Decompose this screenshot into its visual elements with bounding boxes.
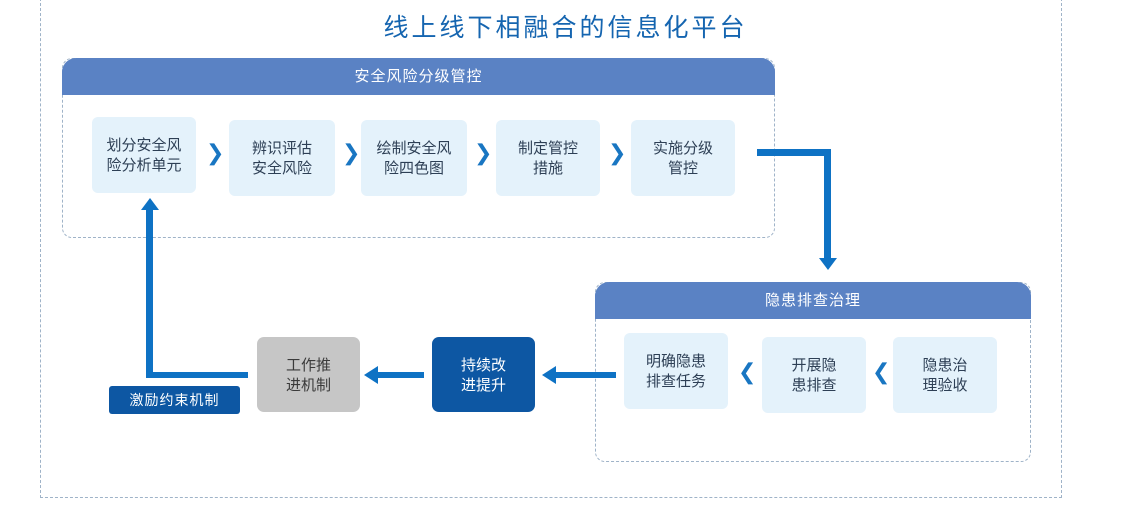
mechanism-line1: 工作推: [285, 355, 331, 374]
hazard-step-2-line1: 开展隐: [791, 356, 837, 374]
risk-step-5-line2: 管控: [667, 159, 698, 177]
risk-step-1-line2: 险分析单元: [106, 156, 182, 174]
risk-step-2-line1: 辨识评估: [251, 139, 312, 157]
risk-step-3-line2: 险四色图: [383, 159, 444, 177]
feedback-horizontal: [146, 372, 248, 378]
arrow-left-icon: [542, 366, 556, 384]
risk-step-3-line1: 绘制安全风: [376, 139, 452, 157]
improve-line2: 进提升: [460, 375, 506, 394]
hazard-step-1: 明确隐患排查任务: [624, 333, 728, 409]
incentive-label: 激励约束机制: [109, 386, 240, 414]
hazard-step-2: 开展隐患排查: [762, 337, 866, 413]
connector-vertical: [824, 149, 831, 259]
diagram-title: 线上线下相融合的信息化平台: [383, 13, 748, 42]
mechanism-line2: 进机制: [285, 375, 331, 394]
risk-step-4-line2: 措施: [532, 159, 563, 177]
outer-frame: [40, 0, 1062, 498]
arrow-down-icon: [819, 258, 837, 270]
improve-line1: 持续改: [460, 355, 506, 374]
risk-step-5-line1: 实施分级: [652, 139, 713, 157]
chevron-left-icon: ❮: [872, 360, 891, 385]
risk-step-1: 划分安全风险分析单元: [92, 117, 196, 193]
hazard-step-3-line1: 隐患治: [922, 356, 968, 374]
chevron-right-icon: ❯: [342, 141, 361, 166]
arrow-left-icon: [364, 366, 378, 384]
chevron-left-icon: ❮: [738, 360, 757, 385]
risk-step-4-line1: 制定管控: [517, 139, 578, 157]
hazard-step-2-line2: 患排查: [791, 376, 837, 394]
risk-step-5: 实施分级管控: [631, 120, 735, 196]
risk-step-2: 辨识评估安全风险: [229, 120, 335, 196]
arrow-line: [556, 372, 616, 378]
risk-step-1-line1: 划分安全风: [106, 136, 182, 154]
chevron-right-icon: ❯: [608, 141, 627, 166]
hazard-step-3: 隐患治理验收: [893, 337, 997, 413]
arrow-up-icon: [141, 198, 159, 210]
risk-step-3: 绘制安全风险四色图: [361, 120, 467, 196]
hazard-step-1-line1: 明确隐患: [645, 352, 706, 370]
feedback-vertical: [146, 210, 153, 378]
risk-step-4: 制定管控措施: [496, 120, 600, 196]
connector-horizontal: [757, 149, 831, 156]
arrow-line: [378, 372, 424, 378]
hazard-step-3-line2: 理验收: [922, 376, 968, 394]
hazard-step-1-line2: 排查任务: [645, 372, 706, 390]
hazard-header: 隐患排查治理: [595, 282, 1031, 319]
continuous-improvement-node: 持续改进提升: [432, 337, 535, 412]
chevron-right-icon: ❯: [206, 141, 225, 166]
risk-control-header: 安全风险分级管控: [62, 58, 775, 95]
chevron-right-icon: ❯: [474, 141, 493, 166]
work-mechanism-node: 工作推进机制: [257, 337, 360, 412]
risk-step-2-line2: 安全风险: [251, 159, 312, 177]
